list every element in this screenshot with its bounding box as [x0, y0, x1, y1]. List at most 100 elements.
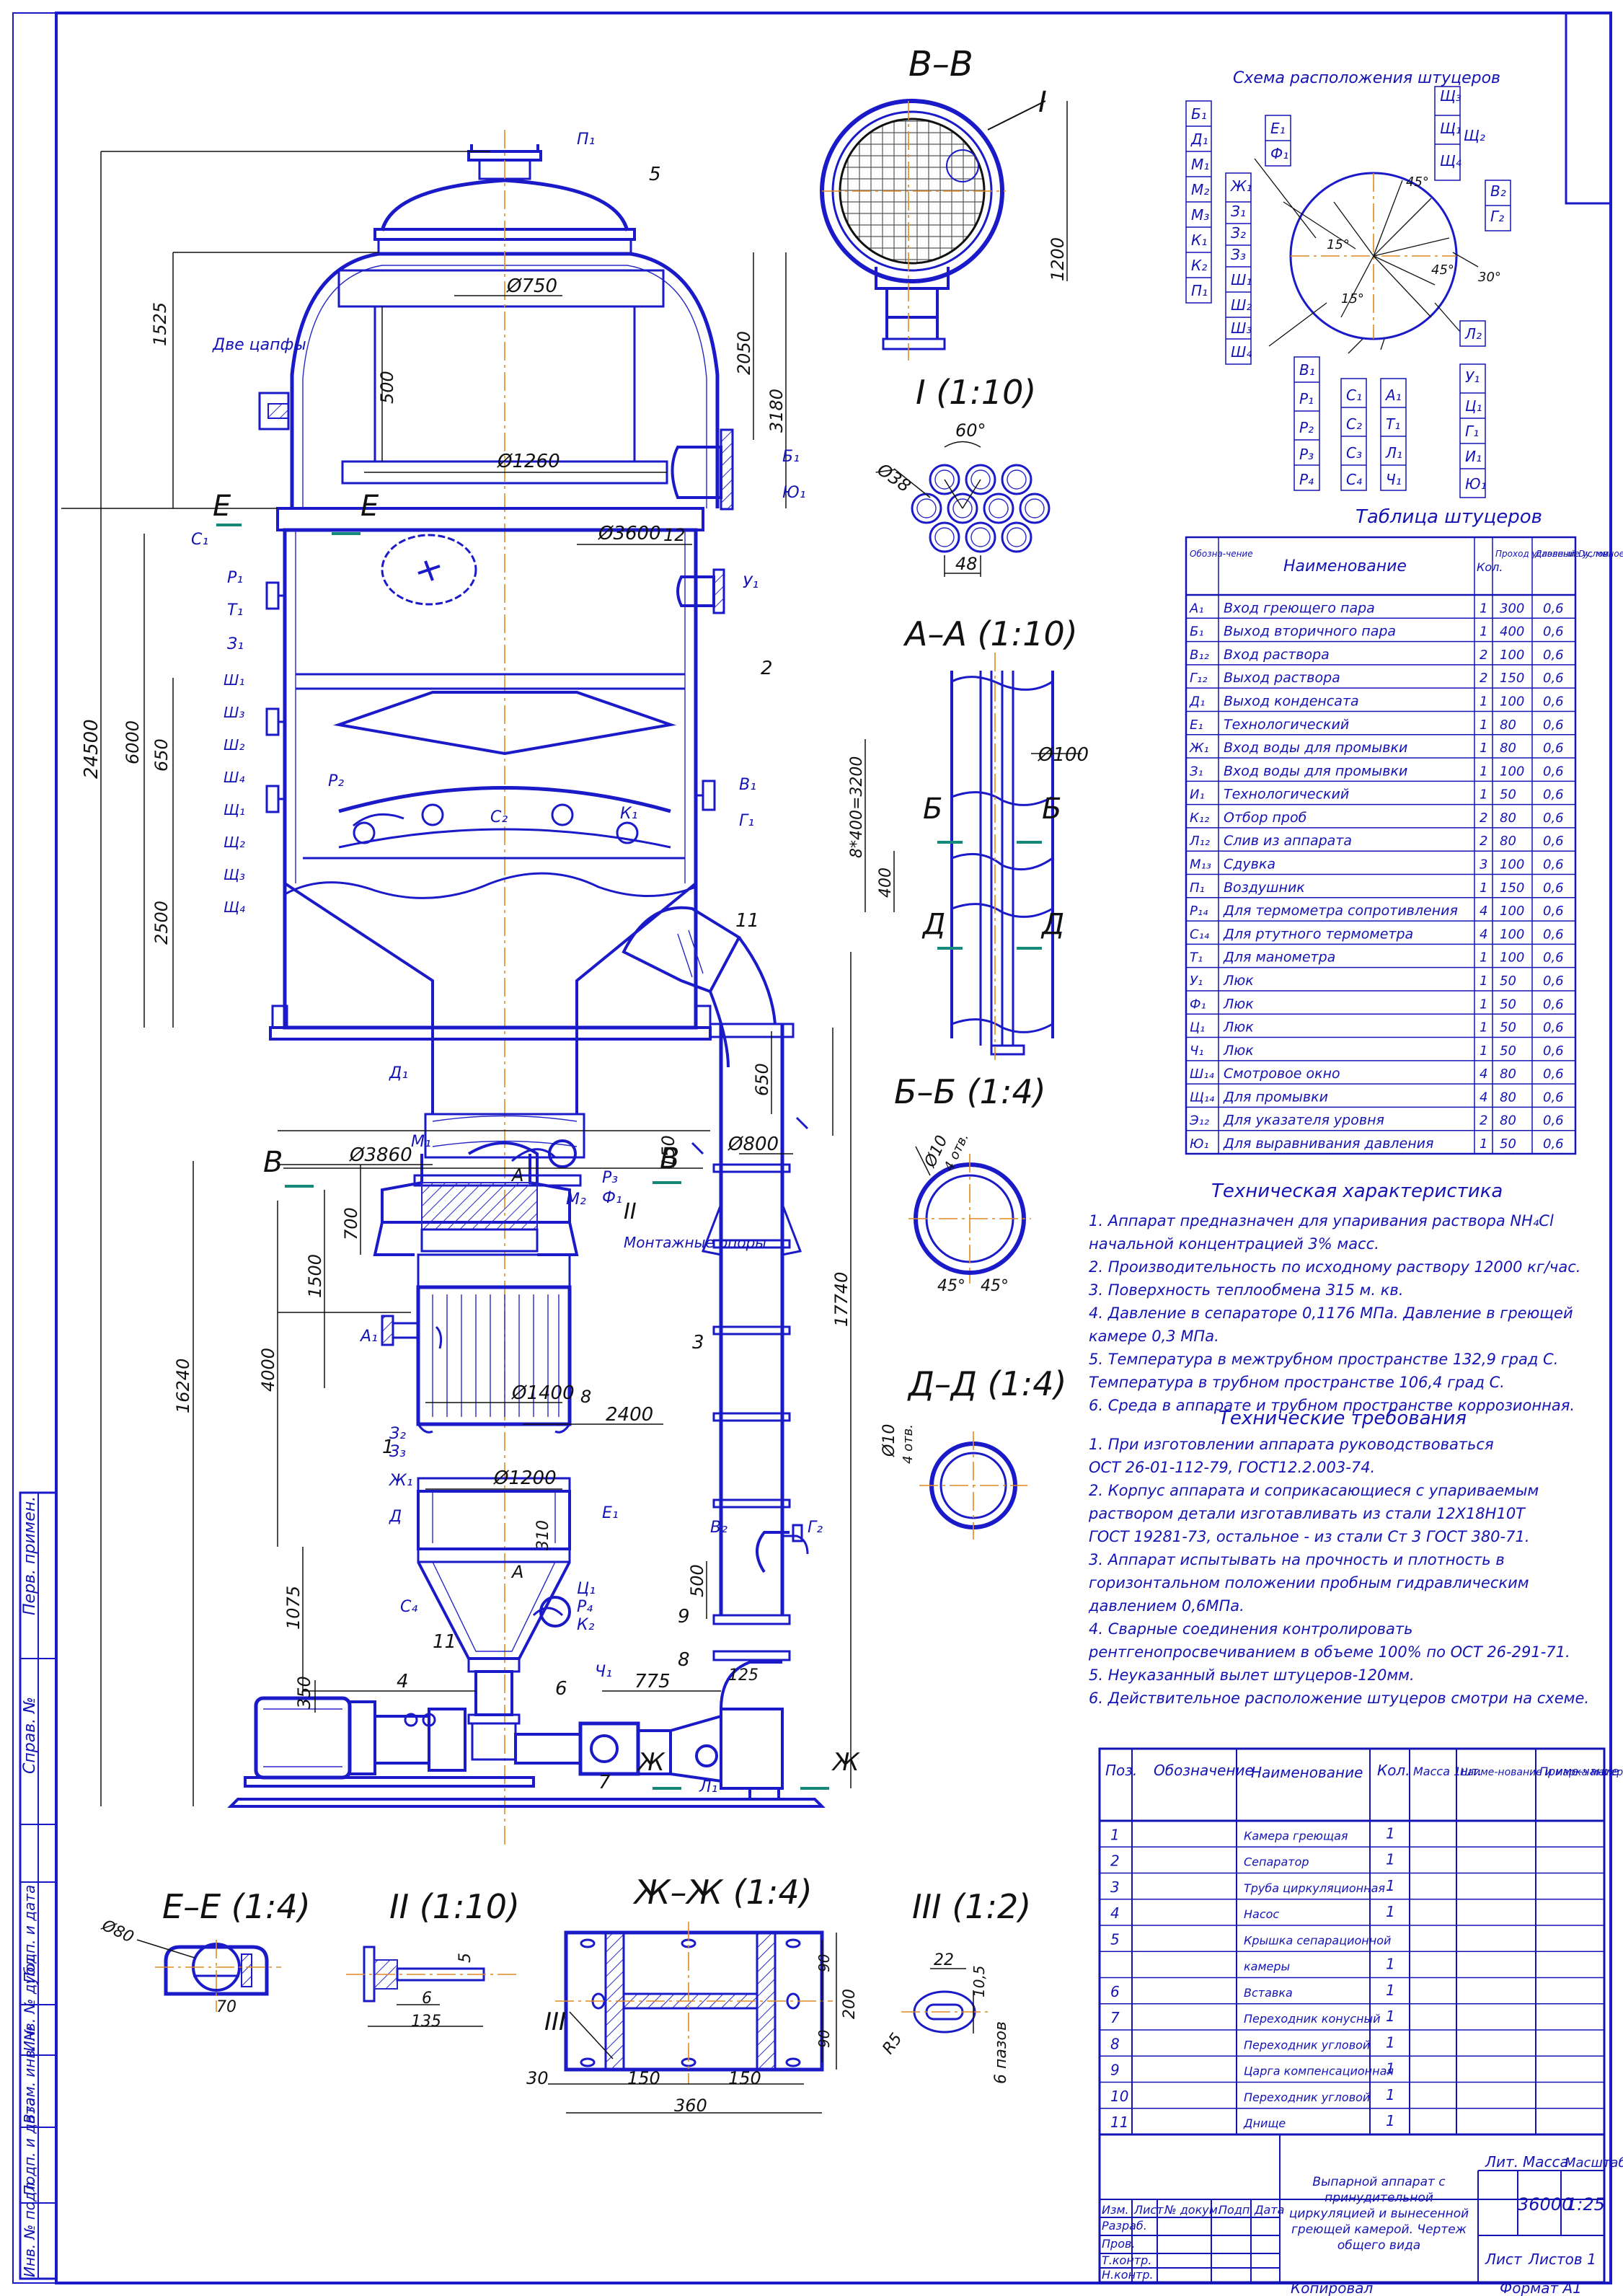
nz-Z2: З₂ [389, 1425, 406, 1443]
nz-Ts1: Ц₁ [577, 1580, 596, 1598]
nozzle-table-cell: 1 [1480, 950, 1487, 966]
nozzle-table-cell: С₁₄ [1190, 927, 1210, 942]
nozzle-table-cell: 0,6 [1543, 927, 1564, 942]
part-3: 3 [692, 1332, 704, 1354]
nozzle-table-cell: Э₁₂ [1189, 1113, 1209, 1129]
spec-name: Переходник конусный [1244, 2012, 1380, 2026]
tb-scale-h: Масштаб [1565, 2155, 1623, 2171]
nz-R4: Р₄ [577, 1598, 593, 1616]
part-4: 4 [397, 1671, 409, 1692]
nozzle-table-cell: Для указателя уровня [1223, 1113, 1384, 1129]
dim-150: 150 [658, 1135, 678, 1168]
dim-d3860: Ø3860 [349, 1144, 412, 1166]
nozzle-table-cell: 0,6 [1543, 1090, 1564, 1105]
tech-req-line: 3. Аппарат испытывать на прочность и пло… [1089, 1551, 1505, 1568]
cut-b-right: Б [1042, 792, 1061, 826]
nozzle-table-cell: Технологический [1224, 717, 1349, 733]
sch-V2: В₂ [1490, 182, 1506, 200]
sheet-frame [12, 12, 1612, 2284]
nozzle-table-cell: И₁ [1190, 787, 1205, 803]
nz-B1: Б₁ [782, 448, 800, 466]
sch-L1: Л₁ [1385, 444, 1402, 462]
nozzle-table-cell: Люк [1223, 996, 1254, 1012]
nz-M1: М₁ [411, 1133, 431, 1151]
nozzle-table-cell: 1 [1480, 1043, 1487, 1059]
tb-dokum: № докум. [1164, 2203, 1221, 2217]
nz-U1b: У₁ [743, 574, 759, 592]
tb-list: Лист [1133, 2203, 1164, 2217]
dim-d3600: Ø3600 [598, 523, 661, 544]
cut-A-top: А [510, 1165, 523, 1185]
nozzle-table-cell: 0,6 [1543, 718, 1564, 733]
tb-data: Дата [1254, 2203, 1284, 2217]
spec-name: Переходник угловой [1244, 2090, 1370, 2104]
dim-vv-1200: 1200 [1048, 237, 1068, 281]
nozzle-table-cell: 1 [1480, 997, 1487, 1012]
sch-G1: Г₁ [1465, 423, 1479, 440]
nozzle-table-cell: 0,6 [1543, 671, 1564, 686]
nz-Z3: З₃ [389, 1443, 406, 1461]
nz-Shch1: Щ₁ [224, 801, 245, 818]
sch-B1: Б₁ [1191, 105, 1207, 123]
tech-req-line: 5. Неуказанный вылет штуцеров-120мм. [1089, 1666, 1415, 1684]
nz-K2: К₂ [577, 1616, 595, 1634]
nz-V2: В₂ [710, 1519, 728, 1537]
sch-angle-5: 15° [1341, 291, 1364, 306]
dim-iii-105: 10,5 [970, 1965, 988, 1997]
nozzle-table-cell: 50 [1500, 1043, 1516, 1059]
note-mount-supports: Монтажные опоры [624, 1234, 766, 1251]
spec-name: Переходник угловой [1244, 2038, 1370, 2052]
nozzle-table-cell: 100 [1500, 904, 1524, 919]
tech-char-line: 6. Среда в аппарате и трубном пространст… [1089, 1397, 1575, 1414]
sch-I1: И₁ [1465, 448, 1482, 465]
nozzle-table-cell: 2 [1480, 671, 1487, 686]
nz-M2: М₂ [566, 1191, 586, 1209]
nozzle-table-cell: Ж₁ [1189, 741, 1209, 756]
nozzle-table-cell: 0,6 [1543, 624, 1564, 640]
cut-E-right: Е [361, 490, 379, 523]
nozzle-table-cell: Вход воды для промывки [1224, 740, 1407, 756]
nozzle-table-cell: 80 [1500, 718, 1516, 733]
title-vv: В–В [908, 44, 973, 84]
dim-650b: 650 [752, 1063, 772, 1096]
nozzle-table-title: Таблица штуцеров [1356, 506, 1542, 528]
spec-qty: 1 [1386, 2060, 1395, 2078]
nozzle-table-cell: Для промывки [1223, 1089, 1328, 1105]
sch-M3: М₃ [1191, 206, 1209, 224]
cut-V-right: В [660, 1142, 679, 1175]
title-ii: II (1:10) [389, 1887, 520, 1926]
sch-M1: М₁ [1191, 156, 1209, 173]
nozzle-table-cell: Ч₁ [1190, 1043, 1204, 1059]
tr-title: Технические требования [1219, 1408, 1467, 1429]
spec-qty: 1 [1386, 1982, 1395, 1999]
detail-III-mark: III [544, 2008, 566, 2036]
dim-zz-360: 360 [674, 2096, 707, 2116]
nozzle-table-cell: 0,6 [1543, 601, 1564, 616]
title-dd: Д–Д (1:4) [907, 1364, 1066, 1403]
sch-angle-2: 45° [1431, 262, 1454, 278]
part-6: 6 [555, 1678, 567, 1700]
dim-12: 12 [663, 525, 686, 545]
dim-350: 350 [294, 1676, 314, 1709]
nt-h3: Проход условный Dу, мм [1495, 549, 1609, 559]
sch-R2: Р₂ [1299, 419, 1314, 436]
stamp-podp2: Подп. и дата [21, 2098, 38, 2196]
tb-sheet: Лист [1485, 2251, 1523, 2268]
section-bb: Б–Б (1:4) Ø10 4 отв. 45° 45° [894, 1072, 1046, 1295]
tech-char-line: 5. Температура в межтрубном пространстве… [1089, 1351, 1558, 1368]
sch-Sh1: Ш₁ [1231, 271, 1252, 288]
dim-i-38: Ø38 [873, 459, 914, 496]
spec-name: Днище [1243, 2116, 1286, 2130]
sch-Shch4: Щ₄ [1440, 152, 1461, 169]
tech-char-line: начальной концентрацией 3% масс. [1089, 1235, 1379, 1253]
nz-A1: А₁ [359, 1328, 378, 1346]
tb-sheets: Листов 1 [1528, 2251, 1596, 2268]
title-zz: Ж–Ж (1:4) [632, 1873, 813, 1912]
nozzle-table-cell: Вход воды для промывки [1224, 763, 1407, 779]
note-trunnions: Две цапфы [212, 336, 306, 354]
spec-name: Сепаратор [1244, 1855, 1309, 1869]
sch-K2: К₂ [1191, 257, 1207, 274]
spec-pos: 10 [1110, 2088, 1128, 2105]
nozzle-table-cell: 1 [1480, 741, 1487, 756]
nozzle-table-cell: 1 [1480, 1136, 1487, 1152]
